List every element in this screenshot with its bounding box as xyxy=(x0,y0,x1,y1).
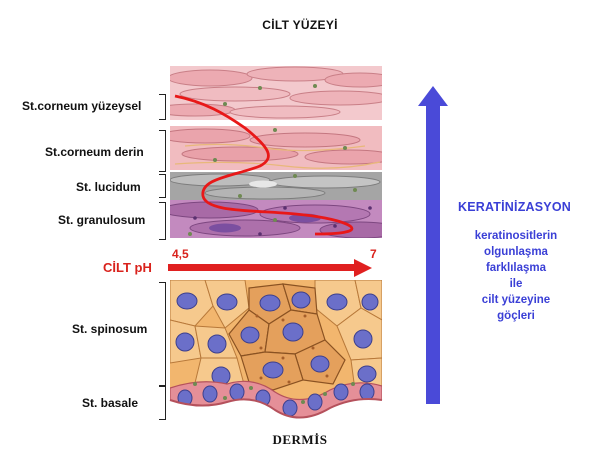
layer-label-lucidum: St. lucidum xyxy=(76,180,141,194)
keratinization-arrow xyxy=(418,86,448,404)
keratinization-line-3: farklılaşma xyxy=(485,262,547,274)
layer-label-basale: St. basale xyxy=(82,396,139,410)
bracket-corneum-surface xyxy=(159,94,166,120)
lower-epidermis-layers xyxy=(170,280,382,418)
keratinization-line-4: ile xyxy=(509,278,523,290)
keratinization-title: KERATİNİZASYON xyxy=(458,200,571,214)
ph-end-value: 7 xyxy=(370,247,377,261)
ph-gradient-curve xyxy=(174,94,354,236)
bracket-corneum-deep xyxy=(159,130,166,172)
ph-arrow xyxy=(168,259,372,277)
keratinization-line-6: göçleri xyxy=(497,310,535,322)
dermis-label: DERMİS xyxy=(272,432,328,447)
skin-ph-label: CİLT pH xyxy=(103,260,152,275)
layer-label-corneum-surface: St.corneum yüzeysel xyxy=(22,99,142,113)
layer-label-corneum-deep: St.corneum derin xyxy=(45,145,144,159)
bracket-basale xyxy=(159,386,166,420)
keratinization-line-2: olgunlaşma xyxy=(484,246,548,258)
ph-start-value: 4,5 xyxy=(172,247,189,261)
bracket-lucidum xyxy=(159,174,166,198)
keratinization-line-5: cilt yüzeyine xyxy=(481,294,551,306)
layer-label-granulosum: St. granulosum xyxy=(58,213,146,227)
skin-surface-title: CİLT YÜZEYİ xyxy=(262,18,338,32)
bracket-spinosum xyxy=(159,282,166,386)
bracket-granulosum xyxy=(159,202,166,240)
layer-label-spinosum: St. spinosum xyxy=(72,322,148,336)
basement-membrane xyxy=(169,398,383,419)
keratinization-description: keratinositlerin olgunlaşma farklılaşma … xyxy=(436,228,596,324)
keratinization-line-1: keratinositlerin xyxy=(474,230,558,242)
epidermis-illustration xyxy=(169,66,383,419)
